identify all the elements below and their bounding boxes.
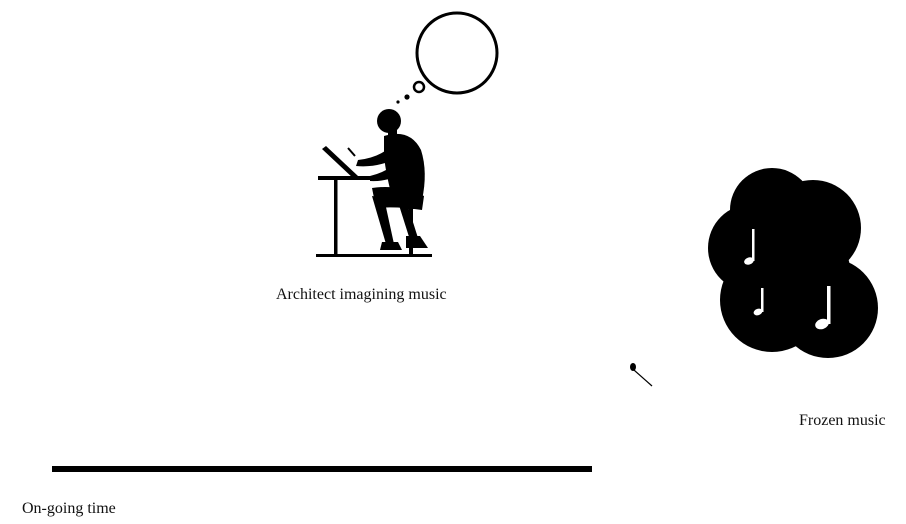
- timeline-bar: [52, 466, 592, 472]
- architect-at-drafting-table-icon: [316, 109, 432, 257]
- ongoing-time-caption: On-going time: [22, 500, 116, 518]
- frozen-music-caption: Frozen music: [799, 412, 886, 430]
- small-pin-icon: [630, 363, 652, 386]
- thought-bubble-icon: [396, 13, 497, 104]
- architect-caption: Architect imagining music: [276, 286, 447, 304]
- frozen-music-cloud-icon: [708, 168, 878, 358]
